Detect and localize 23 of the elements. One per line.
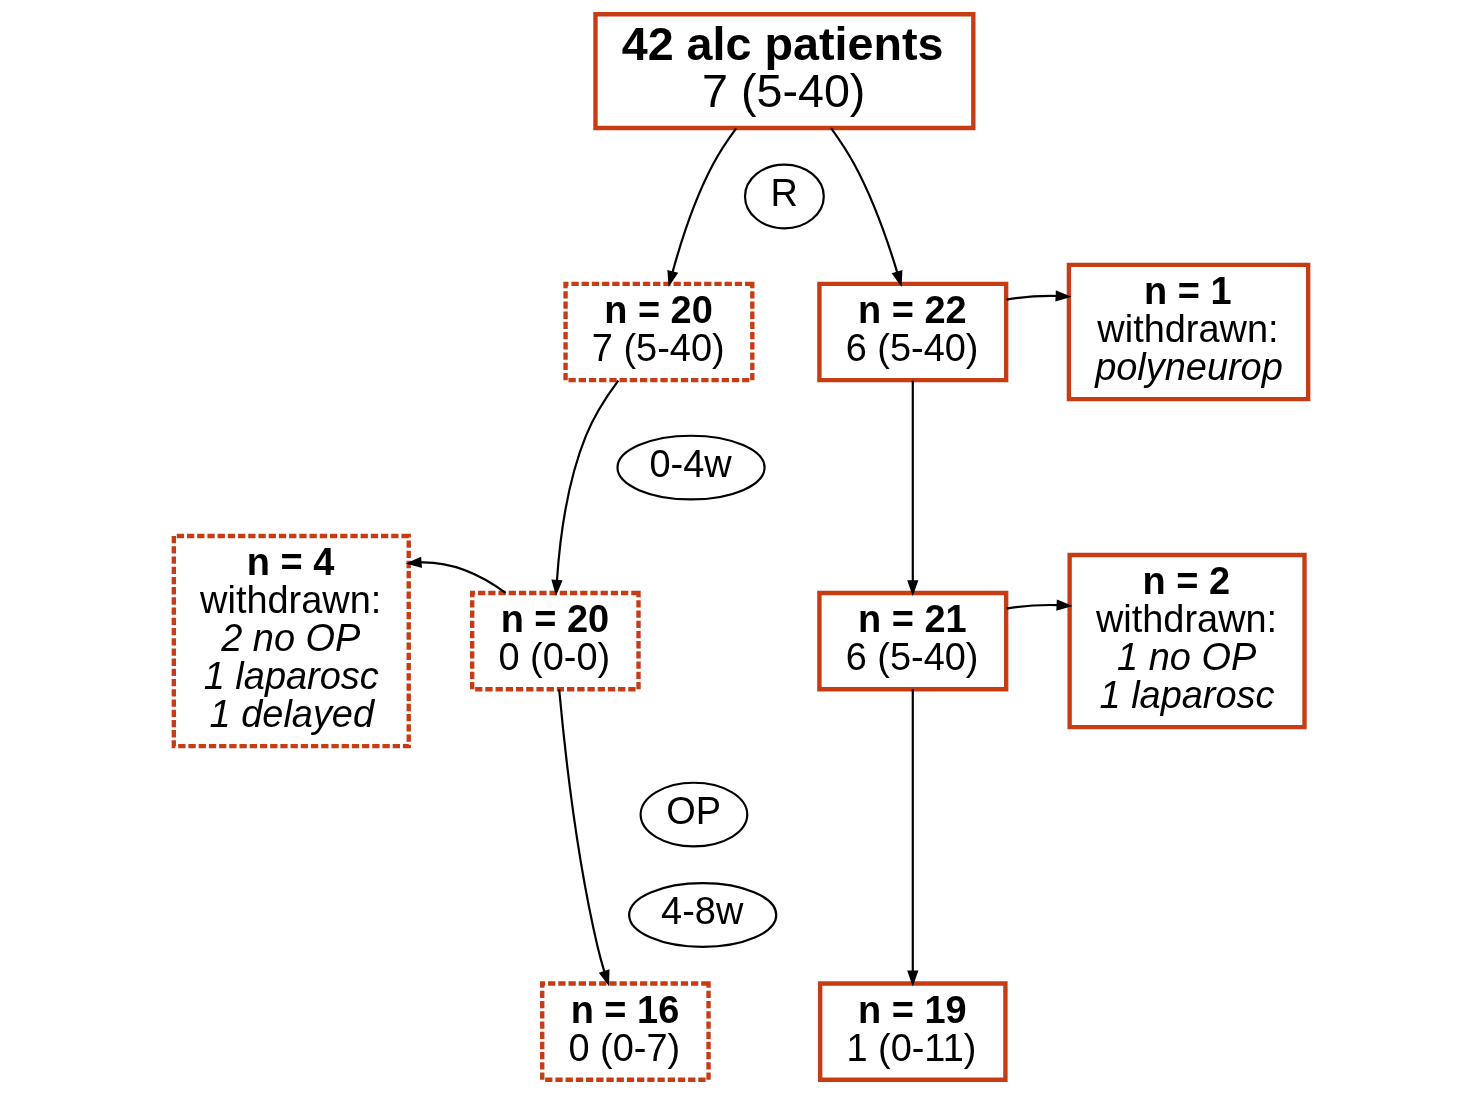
node-box: n = 21 6 (5-40) [816, 590, 1008, 692]
node-ellipse: 4-8w [627, 882, 777, 948]
node-box: n = 16 0 (0-7) [539, 981, 711, 1082]
node-box: n = 19 1 (0-11) [817, 981, 1008, 1082]
arrow [557, 689, 609, 987]
node-box: n = 20 0 (0-0) [469, 590, 641, 692]
arrow [906, 380, 918, 597]
arrow [1005, 290, 1072, 302]
arrow [405, 556, 506, 594]
arrow [829, 127, 902, 287]
arrow [1005, 599, 1073, 611]
arrow [550, 379, 619, 596]
node-box: 42 alc patients 7 (5-40) [592, 12, 976, 131]
node-box: n = 4 withdrawn: 2 no OP 1 laparosc 1 delayed [171, 533, 411, 749]
node-box: n = 22 6 (5-40) [816, 281, 1008, 383]
node-ellipse: OP [639, 781, 748, 848]
arrow [906, 689, 918, 987]
node-box: n = 1 withdrawn: polyneurop [1066, 262, 1310, 402]
node-ellipse: 0-4w [615, 434, 766, 501]
node-box: n = 20 7 (5-40) [562, 281, 754, 383]
arrow [666, 127, 737, 287]
node-box: n = 2 withdrawn: 1 no OP 1 laparosc [1066, 552, 1307, 730]
node-ellipse: R [743, 163, 825, 230]
